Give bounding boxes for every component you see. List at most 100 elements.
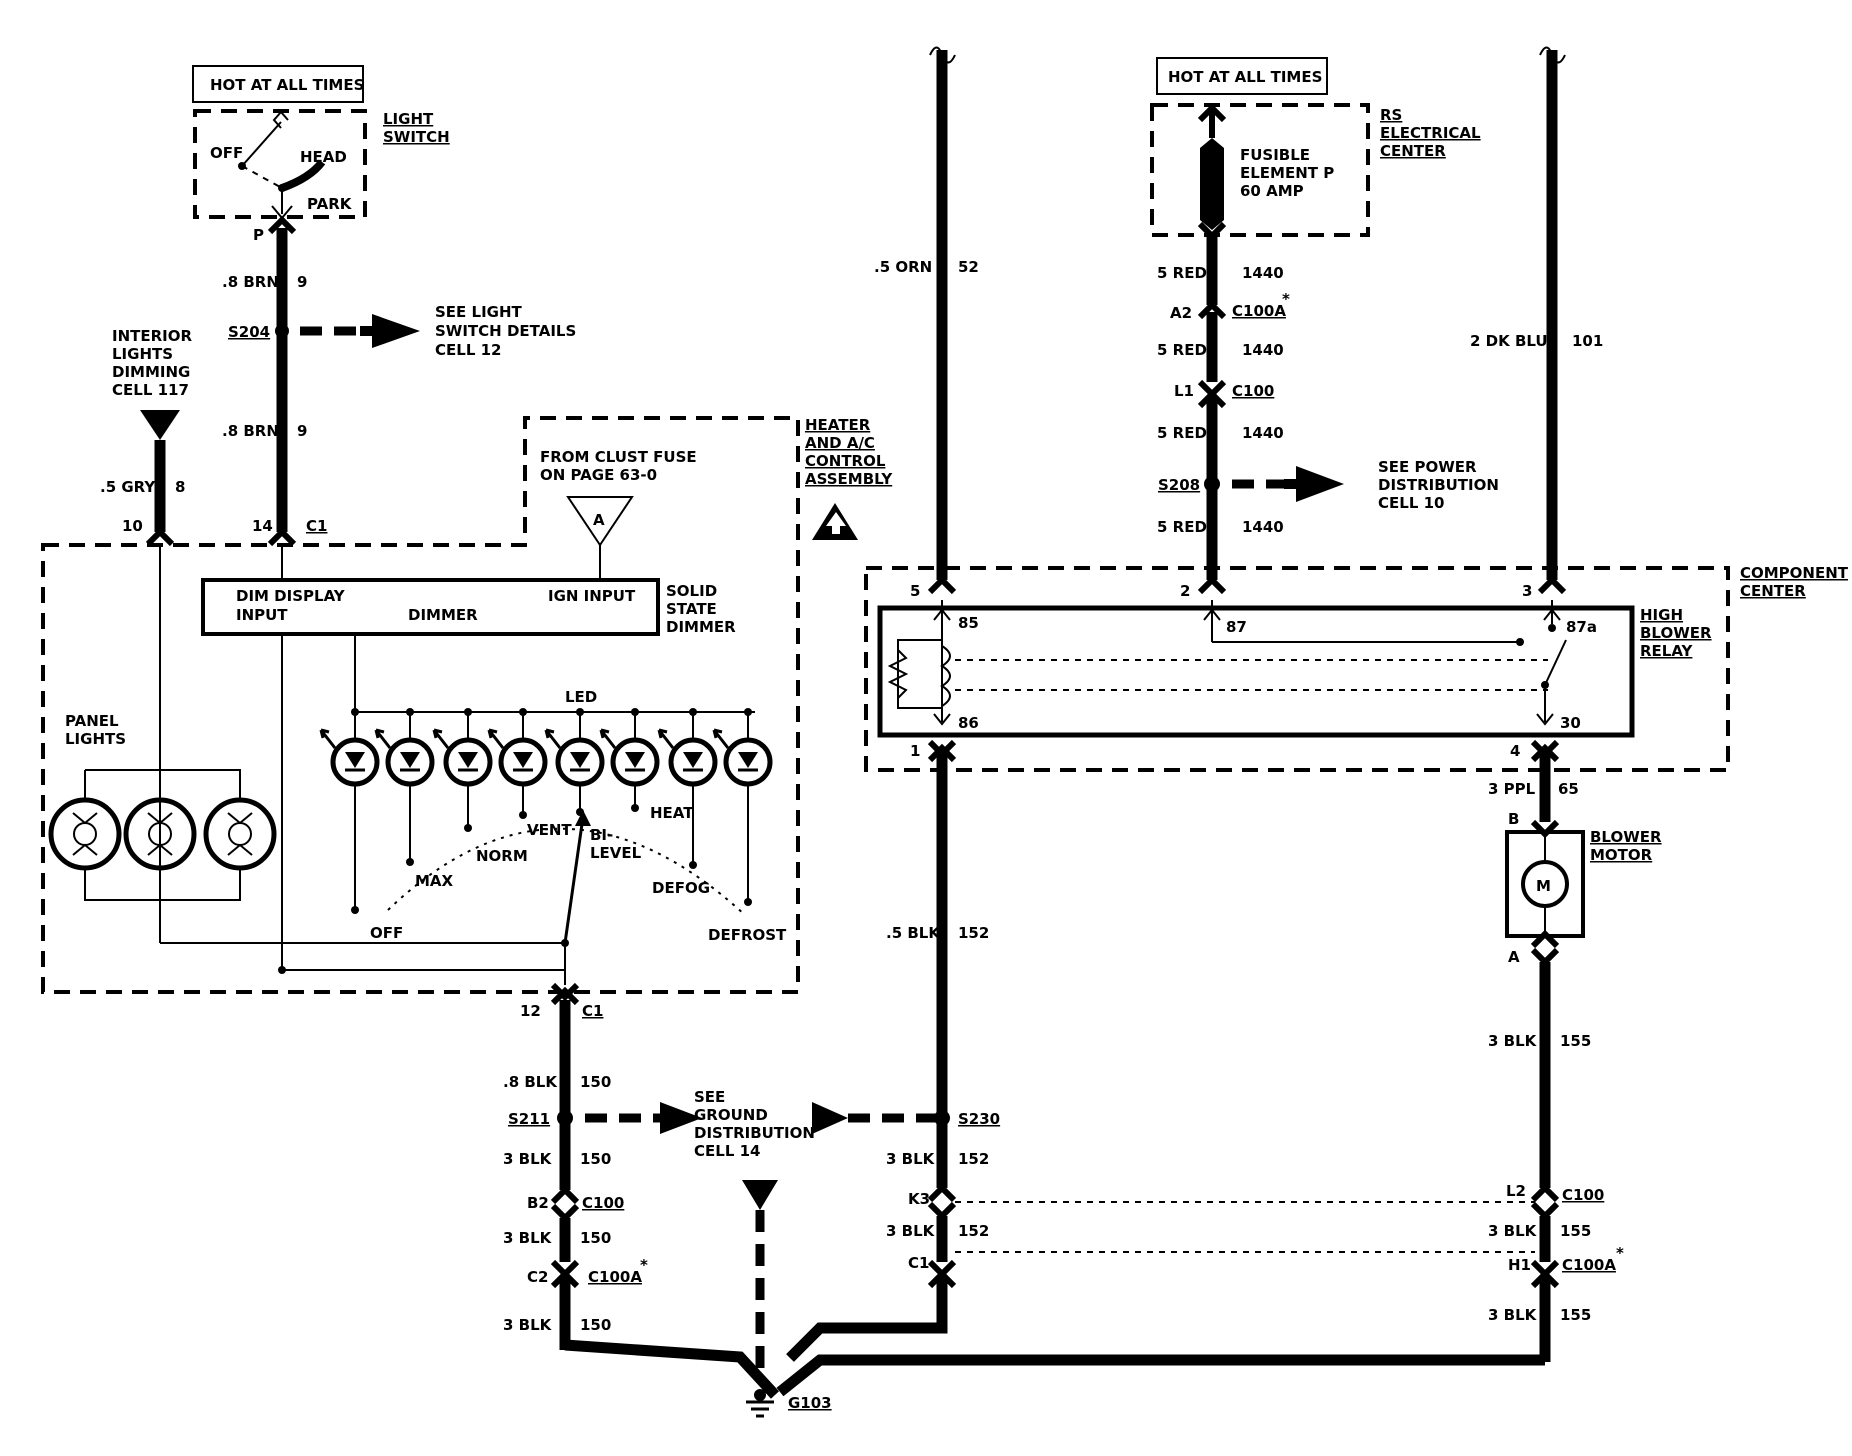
- fusible-3: 60 AMP: [1240, 182, 1304, 200]
- footnote-star-right: *: [1616, 1244, 1624, 1262]
- motor-pin-b: B: [1508, 810, 1519, 828]
- relay-title-2: BLOWER: [1640, 624, 1712, 642]
- circuit-150c: 150: [580, 1229, 611, 1247]
- led-3: [432, 708, 493, 832]
- blower-motor-2: MOTOR: [1590, 846, 1653, 864]
- gauge-155a: 3 BLK: [1488, 1032, 1538, 1050]
- dimming-ref-1: INTERIOR: [112, 327, 192, 345]
- connector-c100a-right: C100A: [1562, 1256, 1616, 1274]
- circuit-1440-3: 1440: [1242, 424, 1284, 442]
- circuit-155b: 155: [1560, 1222, 1591, 1240]
- left-brn-wire: .8 BRN 9 S204 SEE LIGHT SWITCH DETAILS C…: [222, 215, 576, 547]
- rs-elec-1: RS: [1380, 106, 1402, 124]
- switch-pos-off: OFF: [210, 144, 243, 162]
- solid-state-2: STATE: [666, 600, 717, 618]
- circuit-150a: 150: [580, 1073, 611, 1091]
- gauge-orn: .5 ORN: [874, 258, 932, 276]
- see-power-3: CELL 10: [1378, 494, 1444, 512]
- terminal-85: 85: [958, 614, 979, 632]
- panel-bulb-2: [123, 797, 197, 871]
- dimmer-label: DIMMER: [408, 606, 478, 624]
- hot-at-all-times-label-left: HOT AT ALL TIMES: [210, 76, 364, 94]
- see-ground-2: GROUND: [694, 1106, 768, 1124]
- pin-c1-right: C1: [908, 1254, 929, 1272]
- pin-c2: C2: [527, 1268, 548, 1286]
- footnote-star-top: *: [1282, 290, 1290, 308]
- pin-k3: K3: [908, 1190, 930, 1208]
- circuit-152b: 152: [958, 1150, 989, 1168]
- pin-b2: B2: [527, 1194, 549, 1212]
- pin-l2: L2: [1506, 1182, 1526, 1200]
- mode-norm: NORM: [476, 847, 528, 865]
- splice-s230: S230: [958, 1110, 1000, 1128]
- gauge-red-4: 5 RED: [1157, 518, 1207, 536]
- pin-5: 5: [910, 582, 920, 600]
- dimming-ref-2: LIGHTS: [112, 345, 173, 363]
- led-2: [374, 708, 435, 866]
- wire-gauge-brn-2: .8 BRN: [222, 422, 279, 440]
- component-center-1: COMPONENT: [1740, 564, 1849, 582]
- light-switch-title-1: LIGHT: [383, 110, 434, 128]
- terminal-87a: 87a: [1566, 618, 1597, 636]
- connector-c1-top: C1: [306, 517, 327, 535]
- ground-g103: G103: [788, 1394, 832, 1412]
- fusible-1: FUSIBLE: [1240, 146, 1310, 164]
- led-4: [487, 708, 548, 819]
- circuit-152a: 152: [958, 924, 989, 942]
- relay-title-1: HIGH: [1640, 606, 1683, 624]
- terminal-30: 30: [1560, 714, 1581, 732]
- circuit-101: 101: [1572, 332, 1603, 350]
- gauge-150a: .8 BLK: [503, 1073, 558, 1091]
- see-ground-3: DISTRIBUTION: [694, 1124, 815, 1142]
- heater-title-1: HEATER: [805, 416, 871, 434]
- see-light-switch-2: SWITCH DETAILS: [435, 322, 576, 340]
- pin-a2: A2: [1170, 304, 1192, 322]
- led-label: LED: [565, 688, 597, 706]
- splice-s208: S208: [1158, 476, 1200, 494]
- connector-c100-top: C100: [1232, 382, 1274, 400]
- pin-4: 4: [1510, 742, 1520, 760]
- led-8: [712, 708, 773, 906]
- gauge-150c: 3 BLK: [503, 1229, 553, 1247]
- led-array: [319, 708, 773, 914]
- mode-off: OFF: [370, 924, 403, 942]
- see-ground-4: CELL 14: [694, 1142, 760, 1160]
- led-6: [599, 708, 660, 812]
- solid-state-3: DIMMER: [666, 618, 736, 636]
- see-light-switch-1: SEE LIGHT: [435, 303, 523, 321]
- panel-bulb-1: [48, 797, 122, 871]
- ign-input-label: IGN INPUT: [548, 587, 636, 605]
- mode-level: LEVEL: [590, 844, 642, 862]
- wire-gauge-brn-1: .8 BRN: [222, 273, 279, 291]
- dimming-ref-3: DIMMING: [112, 363, 190, 381]
- circuit-155a: 155: [1560, 1032, 1591, 1050]
- wire-circuit-9-2: 9: [297, 422, 307, 440]
- pin-3: 3: [1522, 582, 1532, 600]
- light-switch-title-2: SWITCH: [383, 128, 450, 146]
- circuit-52: 52: [958, 258, 979, 276]
- esd-warning-icon: [812, 503, 858, 540]
- see-power-2: DISTRIBUTION: [1378, 476, 1499, 494]
- circuit-155c: 155: [1560, 1306, 1591, 1324]
- pin-l1: L1: [1174, 382, 1194, 400]
- from-clust-fuse-2: ON PAGE 63-0: [540, 466, 657, 484]
- ref-a: A: [593, 511, 605, 529]
- gauge-blu: 2 DK BLU: [1470, 332, 1548, 350]
- relay-title-3: RELAY: [1640, 642, 1694, 660]
- terminal-86: 86: [958, 714, 979, 732]
- mode-bi: BI-: [590, 826, 613, 844]
- component-center-2: CENTER: [1740, 582, 1806, 600]
- fusible-element-icon: [1200, 138, 1224, 230]
- connector-c100a-top: C100A: [1232, 302, 1286, 320]
- pin-1: 1: [910, 742, 920, 760]
- pin-14: 14: [252, 517, 273, 535]
- heater-ac-control-assembly: HEATER AND A/C CONTROL ASSEMBLY FROM CLU…: [41, 416, 893, 1020]
- terminal-87: 87: [1226, 618, 1247, 636]
- led-1: [319, 708, 380, 914]
- mode-defrost: DEFROST: [708, 926, 787, 944]
- dimming-ref-4: CELL 117: [112, 381, 189, 399]
- connector-c1-bottom: C1: [582, 1002, 603, 1020]
- switch-pin-p: P: [253, 226, 264, 244]
- led-7: [657, 708, 718, 869]
- gauge-155b: 3 BLK: [1488, 1222, 1538, 1240]
